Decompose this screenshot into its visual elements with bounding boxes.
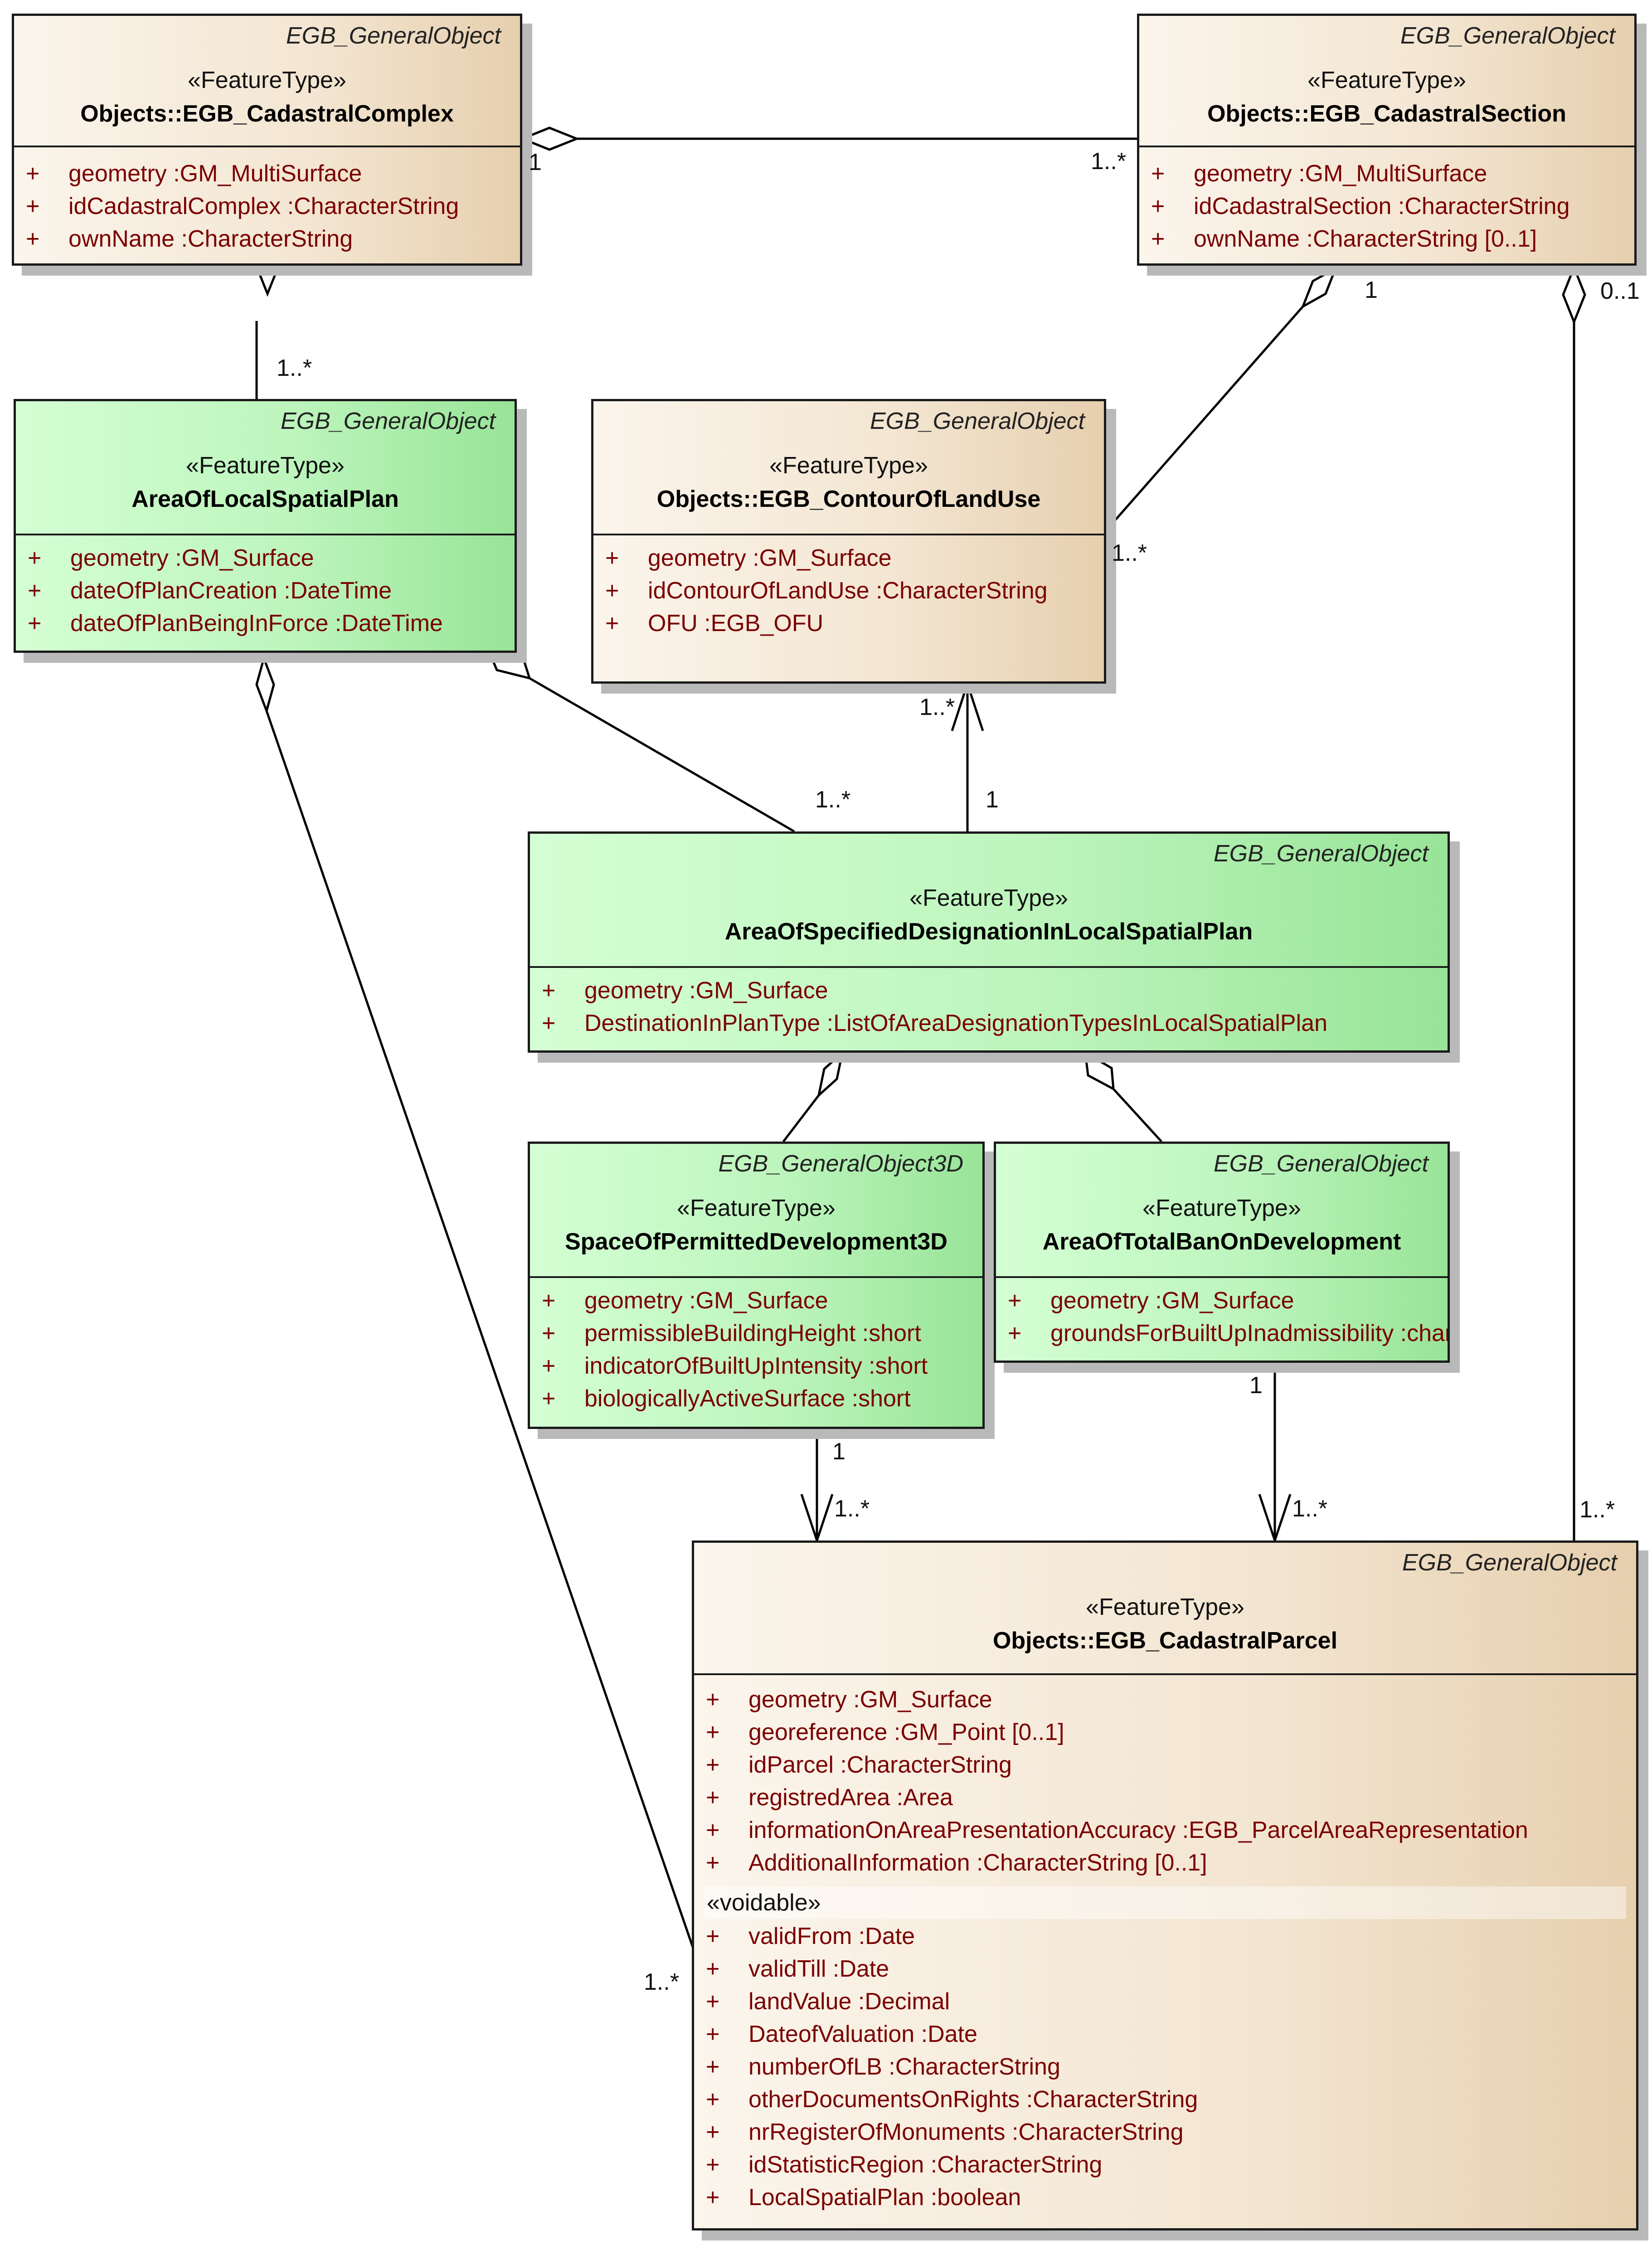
class-egb-cadastral-parcel[interactable]: EGB_GeneralObject «FeatureType» Objects:… <box>692 1540 1638 2230</box>
multiplicity-label: 1..* <box>834 1496 870 1522</box>
association-localplan-specified <box>529 677 795 833</box>
aggregation-diamond <box>255 654 275 715</box>
class-parent: EGB_GeneralObject <box>1400 23 1615 49</box>
class-egb-cadastral-complex[interactable]: EGB_GeneralObject «FeatureType» Objects:… <box>12 14 522 266</box>
class-space-of-permitted-development-3d[interactable]: EGB_GeneralObject3D «FeatureType» SpaceO… <box>528 1142 985 1429</box>
class-egb-contour-of-land-use[interactable]: EGB_GeneralObject «FeatureType» Objects:… <box>591 399 1106 684</box>
aggregation-diamond <box>1562 264 1586 325</box>
multiplicity-label: 1 <box>832 1438 845 1465</box>
multiplicity-label: 1..* <box>815 787 851 813</box>
class-parent: EGB_GeneralObject <box>280 408 496 434</box>
class-name: AreaOfLocalSpatialPlan <box>131 486 399 512</box>
association-section-contour <box>1105 306 1304 531</box>
class-parent: EGB_GeneralObject <box>1402 1550 1617 1576</box>
aggregation-diamond <box>1301 266 1338 309</box>
multiplicity-label: 0..1 <box>1600 278 1640 304</box>
multiplicity-label: 1..* <box>1112 540 1147 566</box>
class-name: SpaceOfPermittedDevelopment3D <box>565 1229 947 1255</box>
class-parent: EGB_GeneralObject <box>1213 1151 1428 1177</box>
multiplicity-label: 1..* <box>1292 1496 1328 1522</box>
multiplicity-label: 1..* <box>1579 1497 1615 1523</box>
multiplicity-label: 1 <box>1365 277 1378 303</box>
aggregation-diamond <box>1084 1050 1115 1091</box>
class-stereotype: «FeatureType» <box>677 1195 836 1221</box>
navigability-arrow <box>951 680 984 731</box>
multiplicity-label: 1 <box>1249 1372 1263 1399</box>
voidable-section-label: «voidable» <box>704 1886 1626 1919</box>
multiplicity-label: 1..* <box>644 1969 680 1995</box>
multiplicity-label: 1..* <box>919 694 955 720</box>
class-stereotype: «FeatureType» <box>186 452 345 479</box>
class-stereotype: «FeatureType» <box>1307 67 1466 93</box>
class-name: AreaOfSpecifiedDesignationInLocalSpatial… <box>724 918 1253 945</box>
multiplicity-label: 1 <box>986 787 999 813</box>
class-stereotype: «FeatureType» <box>909 885 1068 911</box>
class-parent: EGB_GeneralObject <box>1213 841 1428 867</box>
multiplicity-label: 1 <box>529 149 542 175</box>
association-specified-space <box>782 1094 820 1142</box>
class-egb-cadastral-section[interactable]: EGB_GeneralObject «FeatureType» Objects:… <box>1137 14 1637 266</box>
class-stereotype: «FeatureType» <box>1142 1195 1301 1221</box>
class-parent: EGB_GeneralObject <box>286 23 501 49</box>
class-parent: EGB_GeneralObject <box>870 408 1085 434</box>
class-area-of-local-spatial-plan[interactable]: EGB_GeneralObject «FeatureType» AreaOfLo… <box>14 399 517 653</box>
class-name: Objects::EGB_CadastralParcel <box>992 1628 1338 1654</box>
class-name: AreaOfTotalBanOnDevelopment <box>1042 1229 1401 1255</box>
class-name: Objects::EGB_CadastralSection <box>1207 101 1566 127</box>
class-stereotype: «FeatureType» <box>188 67 346 93</box>
class-stereotype: «FeatureType» <box>1086 1594 1244 1620</box>
aggregation-diamond <box>519 126 580 151</box>
association-localplan-parcel <box>265 710 697 1955</box>
class-stereotype: «FeatureType» <box>769 452 928 479</box>
class-name: Objects::EGB_ContourOfLandUse <box>656 486 1041 512</box>
class-area-of-specified-designation[interactable]: EGB_GeneralObject «FeatureType» AreaOfSp… <box>528 831 1450 1053</box>
multiplicity-label: 1..* <box>1091 148 1127 175</box>
class-parent: EGB_GeneralObject3D <box>718 1151 964 1177</box>
class-name: Objects::EGB_CadastralComplex <box>80 101 454 127</box>
aggregation-diamond <box>487 651 531 680</box>
association-specified-ban <box>1113 1088 1162 1142</box>
multiplicity-label: 1..* <box>277 355 312 381</box>
class-area-of-total-ban-on-development[interactable]: EGB_GeneralObject «FeatureType» AreaOfTo… <box>994 1142 1450 1363</box>
aggregation-diamond <box>817 1050 844 1098</box>
